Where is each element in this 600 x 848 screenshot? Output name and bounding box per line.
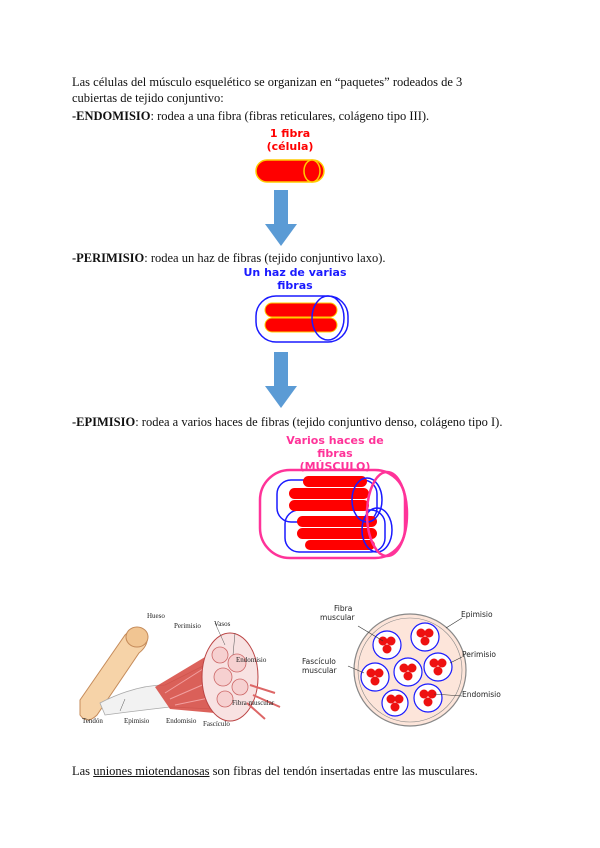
closing-paragraph: Las uniones miotendanosas son fibras del…	[72, 763, 542, 779]
perimisio-term: -PERIMISIO	[72, 251, 145, 265]
label-fibra-line-2: muscular	[320, 613, 355, 622]
label-perimisio: Perimisio	[174, 622, 201, 630]
muscle-diagram	[258, 468, 409, 560]
label-tendon: Tendón	[82, 717, 103, 725]
perimisio-caption-line-1: Un haz de varias	[243, 266, 347, 279]
intro-line-2: cubiertas de tejido conjuntivo:	[72, 91, 224, 105]
cross-section-diagram	[347, 613, 467, 727]
epimisio-paragraph: -EPIMISIO: rodea a varios haces de fibra…	[72, 414, 542, 430]
endomisio-caption-line-2: (célula)	[266, 140, 314, 153]
label-fibra-muscular: Fibra muscular	[232, 699, 275, 707]
label-perimisio-right: Perimisio	[462, 650, 497, 659]
closing-prefix: Las	[72, 764, 94, 778]
endomisio-term: -ENDOMISIO	[72, 109, 151, 123]
endomisio-text: : rodea a una fibra (fibras reticulares,…	[150, 109, 430, 123]
label-endomisio-bottom: Endomisio	[166, 717, 197, 725]
label-epimisio: Epimisio	[124, 717, 150, 725]
endomisio-caption: 1 fibra (célula)	[240, 127, 340, 153]
endomisio-paragraph: -ENDOMISIO: rodea a una fibra (fibras re…	[72, 108, 542, 124]
label-vasos: Vasos	[214, 620, 231, 628]
epimisio-text: : rodea a varios haces de fibras (tejido…	[135, 415, 503, 429]
intro-line-1: Las células del músculo esquelético se o…	[72, 75, 463, 89]
endomisio-caption-line-1: 1 fibra	[269, 127, 311, 140]
arrow-down-icon	[265, 352, 297, 408]
label-hueso: Hueso	[147, 612, 165, 620]
label-fasciculo-line-2: muscular	[302, 666, 337, 675]
intro-paragraph: Las células del músculo esquelético se o…	[72, 74, 542, 106]
epimisio-term: -EPIMISIO	[72, 415, 136, 429]
perimisio-caption-line-2: fibras	[277, 279, 313, 292]
label-epimisio-right: Epimisio	[461, 610, 493, 619]
label-fibra-muscular-right: Fibra muscular	[320, 604, 355, 622]
muscle-anatomy-illustration	[79, 622, 281, 722]
perimisio-paragraph: -PERIMISIO: rodea un haz de fibras (teji…	[72, 250, 542, 266]
label-fasciculo-line-1: Fascículo	[302, 657, 336, 666]
epimisio-caption-line-1: Varios haces de fibras	[286, 434, 384, 460]
perimisio-caption: Un haz de varias fibras	[240, 266, 350, 292]
arrow-down-icon	[265, 190, 297, 246]
fiber-bundle-diagram	[255, 295, 349, 343]
uniones-miotendanosas-term: uniones miotendanosas	[93, 764, 210, 778]
label-fibra-line-1: Fibra	[334, 604, 353, 613]
label-endomisio-right: Endomisio	[462, 690, 501, 699]
label-fasciculo: Fascículo	[203, 720, 230, 728]
label-endomisio: Endomisio	[236, 656, 267, 664]
closing-suffix: son fibras del tendón insertadas entre l…	[209, 764, 478, 778]
single-fiber-diagram	[255, 159, 325, 183]
perimisio-text: : rodea un haz de fibras (tejido conjunt…	[144, 251, 386, 265]
label-fasciculo-muscular-right: Fascículo muscular	[302, 657, 337, 675]
